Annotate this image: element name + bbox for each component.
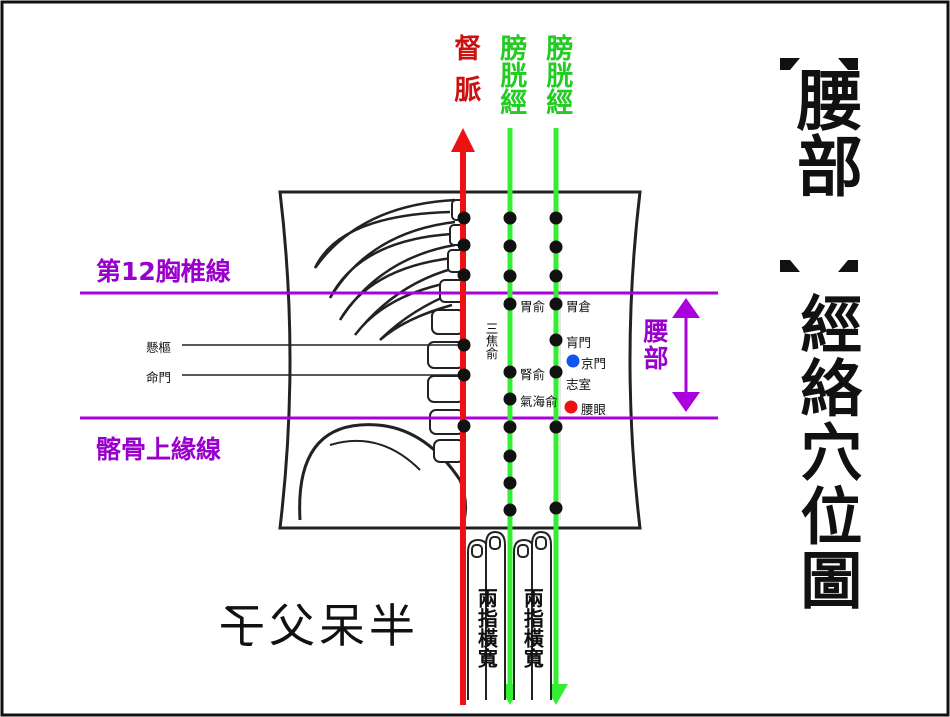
qihaishu-label: 氣海俞 [520,394,558,409]
jingmen-point [566,354,580,368]
ilium-inner [329,439,421,471]
governor-label-text: 督脈 [449,34,481,116]
bracket-top-left [780,58,800,70]
bladder-outer-label: 膀胱經 [541,34,573,115]
signature: 半呆父子 [215,599,415,653]
fingers-right [513,530,552,700]
title-sub-char-5: 圖 [789,548,863,612]
bracket-bottom-left [780,260,800,272]
title-main: 腰部 [785,66,864,198]
title-sub-char-2: 絡 [789,356,863,420]
title-main-char-1: 腰 [785,66,864,132]
bladder-inner-points [503,211,517,517]
bladder-inner-label: 膀胱經 [495,34,527,115]
bladder-inner-label-text: 膀胱經 [495,34,527,115]
title-sub-char-1: 經 [789,292,863,356]
governor-vessel-arrow [451,128,475,152]
finger-width-left-label: 兩指橫寬 [474,588,499,668]
title-sub-char-4: 位 [789,484,863,548]
bracket-bottom-right [838,260,858,272]
finger-width-right-label: 兩指橫寬 [520,588,545,668]
yaoyan-point [564,400,578,414]
zhishi-label: 志室 [566,377,592,392]
weishu-label: 胃俞 [520,299,546,314]
governor-vessel-label: 督脈 [449,34,481,116]
mingmen-label: 命門 [146,370,172,385]
yaoyan-label: 腰眼 [581,402,607,417]
title-sub-char-3: 穴 [789,420,863,484]
waist-arrow-down [672,392,700,412]
t12-line-label: 第12胸椎線 [96,257,231,286]
huangmen-label: 肓門 [566,335,592,350]
jingmen-label: 京門 [581,356,607,371]
title-main-char-2: 部 [785,132,864,198]
sanjiaoshu-label: 三焦俞 [483,322,499,360]
title-sub: 經絡穴位圖 [788,292,862,612]
waist-arrow-up [672,298,700,318]
fingers-left [467,530,506,700]
bladder-outer-label-text: 膀胱經 [541,34,573,115]
iliac-crest-label: 髂骨上緣線 [96,435,222,464]
shenshu-label: 腎俞 [520,367,546,382]
governor-points [457,211,471,433]
waist-region-label: 腰部 [640,318,669,372]
bladder-outer-points [549,211,563,515]
weicang-label: 胃倉 [566,299,592,314]
xuanshu-label: 懸樞 [146,340,172,355]
bracket-top-right [838,58,858,70]
